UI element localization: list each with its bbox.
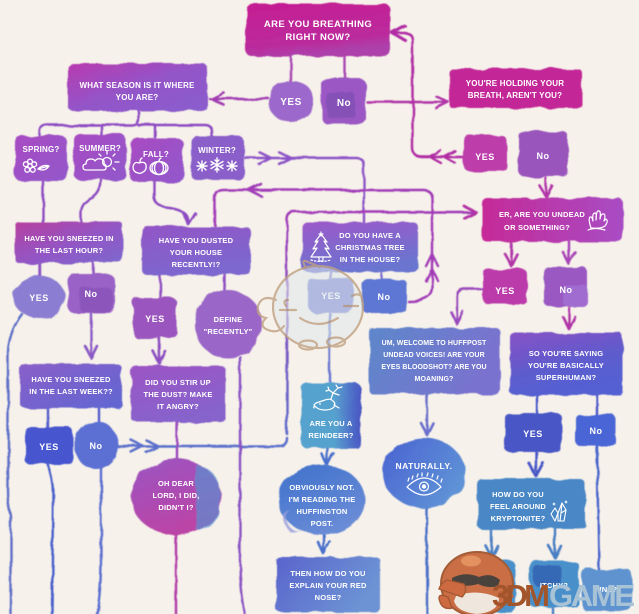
svg-text:THE LAST HOUR?: THE LAST HOUR? (35, 246, 103, 255)
svg-text:"RECENTLY": "RECENTLY" (204, 327, 253, 336)
svg-text:DO YOU HAVE A: DO YOU HAVE A (339, 231, 401, 240)
svg-text:SPRING?: SPRING? (23, 145, 60, 154)
svg-text:CHRISTMAS TREE: CHRISTMAS TREE (335, 243, 404, 252)
svg-text:THE DUST? MAKE: THE DUST? MAKE (143, 390, 212, 399)
svg-text:HUFFINGTON: HUFFINGTON (296, 507, 347, 516)
svg-text:HOW DO YOU: HOW DO YOU (492, 490, 544, 499)
svg-text:LORD, I DID,: LORD, I DID, (153, 491, 200, 500)
svg-text:No: No (378, 292, 391, 302)
svg-text:NATURALLY.: NATURALLY. (396, 461, 453, 471)
svg-text:SUMMER?: SUMMER? (79, 144, 121, 153)
svg-text:YES: YES (475, 152, 495, 162)
svg-text:YOUR HOUSE: YOUR HOUSE (170, 248, 222, 257)
svg-text:I'M READING THE: I'M READING THE (289, 495, 356, 504)
svg-text:GAME: GAME (549, 578, 635, 613)
svg-text:FINE?: FINE? (595, 585, 618, 594)
svg-text:FEEL AROUND: FEEL AROUND (490, 502, 546, 511)
svg-text:UNDEAD VOICES! ARE YOUR: UNDEAD VOICES! ARE YOUR (383, 352, 484, 359)
svg-text:DID YOU STIR UP: DID YOU STIR UP (145, 378, 211, 387)
svg-text:NOSE?: NOSE? (315, 593, 342, 602)
svg-text:HAVE YOU SNEEZED: HAVE YOU SNEEZED (31, 375, 111, 384)
svg-text:WHAT SEASON IS IT WHERE: WHAT SEASON IS IT WHERE (79, 81, 195, 90)
svg-text:No: No (337, 98, 351, 109)
svg-text:YES: YES (29, 293, 49, 303)
svg-text:KRYPTONITE?: KRYPTONITE? (491, 514, 546, 523)
svg-text:DEFINE: DEFINE (214, 315, 243, 324)
svg-text:BREATH, AREN'T YOU?: BREATH, AREN'T YOU? (468, 91, 562, 100)
svg-text:SO YOU'RE SAYING: SO YOU'RE SAYING (529, 349, 604, 358)
svg-text:YOU'RE BASICALLY: YOU'RE BASICALLY (528, 361, 604, 370)
svg-text:No: No (590, 426, 603, 436)
svg-text:YES: YES (280, 97, 302, 108)
svg-text:IN THE LAST WEEK??: IN THE LAST WEEK?? (29, 387, 113, 396)
svg-text:ITCHY?: ITCHY? (540, 581, 569, 590)
svg-text:ARE YOU BREATHING: ARE YOU BREATHING (264, 19, 372, 30)
svg-text:RECENTLY!?: RECENTLY!? (172, 260, 221, 269)
svg-text:No: No (85, 289, 98, 299)
svg-text:No: No (90, 441, 103, 451)
svg-text:No: No (560, 285, 573, 295)
svg-text:No: No (537, 151, 550, 161)
svg-text:MOANING?: MOANING? (415, 376, 454, 383)
svg-text:HAVE YOU DUSTED: HAVE YOU DUSTED (159, 236, 234, 245)
svg-text:3DM: 3DM (492, 578, 550, 613)
svg-text:EXPLAIN YOUR RED: EXPLAIN YOUR RED (289, 581, 367, 590)
svg-text:UM, WELCOME TO HUFFPOST: UM, WELCOME TO HUFFPOST (382, 340, 487, 347)
svg-text:SUPERHUMAN?: SUPERHUMAN? (536, 373, 597, 382)
svg-text:RIGHT NOW?: RIGHT NOW? (285, 32, 350, 43)
svg-text:YES: YES (523, 429, 543, 439)
svg-text:ARE YOU A: ARE YOU A (309, 419, 352, 428)
svg-text:POST.: POST. (311, 519, 334, 528)
svg-text:FALL?: FALL? (143, 150, 169, 159)
svg-text:OR SOMETHING?: OR SOMETHING? (504, 223, 570, 232)
svg-text:EYES BLOODSHOT? ARE YOU: EYES BLOODSHOT? ARE YOU (381, 364, 486, 371)
svg-text:YOU'RE HOLDING YOUR: YOU'RE HOLDING YOUR (466, 79, 564, 88)
svg-text:WINTER?: WINTER? (198, 146, 236, 155)
svg-text:IT ANGRY?: IT ANGRY? (157, 402, 199, 411)
svg-text:YOU ARE?: YOU ARE? (116, 93, 159, 102)
svg-text:IN THE HOUSE?: IN THE HOUSE? (340, 255, 401, 264)
svg-text:DIDN'T I?: DIDN'T I? (158, 503, 193, 512)
svg-text:REINDEER?: REINDEER? (308, 431, 353, 440)
svg-text:ER, ARE YOU UNDEAD: ER, ARE YOU UNDEAD (499, 210, 585, 219)
svg-text:YES: YES (495, 286, 515, 296)
svg-text:YES: YES (145, 314, 165, 324)
svg-text:OH DEAR: OH DEAR (158, 479, 194, 488)
svg-text:OBVIOUSLY NOT.: OBVIOUSLY NOT. (289, 483, 354, 492)
svg-text:YES: YES (39, 442, 59, 452)
svg-text:HAVE YOU SNEEZED IN: HAVE YOU SNEEZED IN (24, 234, 113, 243)
svg-text:THEN HOW DO YOU: THEN HOW DO YOU (290, 569, 365, 578)
